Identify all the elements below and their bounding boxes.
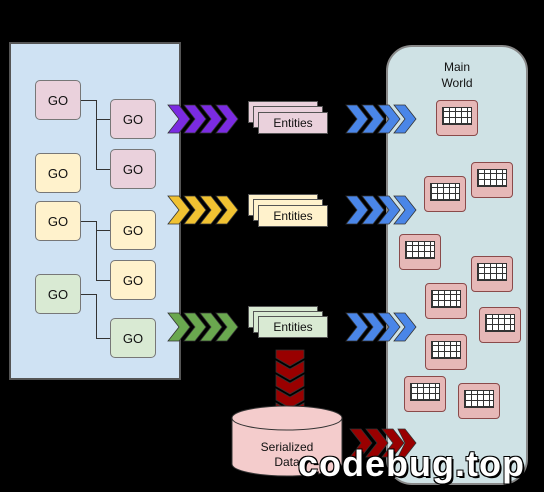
main-world-title-line1: Main xyxy=(443,60,470,74)
gameobject-pink-child-1: GO xyxy=(110,99,156,139)
serialized-data-label: Serialized Data xyxy=(232,440,342,470)
chunk-icon xyxy=(436,100,478,136)
gameobject-yellow-child-2: GO xyxy=(110,260,156,300)
chunk-icon xyxy=(424,176,466,212)
serialized-data-cylinder xyxy=(231,405,343,477)
green-chevron-arrow xyxy=(167,312,239,342)
tree-line xyxy=(96,221,97,281)
tree-line xyxy=(96,169,110,170)
main-world-title: Main World xyxy=(388,59,526,91)
tree-line xyxy=(81,100,97,101)
gameobject-pink-root: GO xyxy=(35,80,81,120)
blue-chevron-arrow-row3 xyxy=(345,312,417,342)
gameobject-green-root: GO xyxy=(35,274,81,314)
entities-card-row1: Entities xyxy=(258,112,328,134)
entities-card-row2: Entities xyxy=(258,205,328,227)
chunk-icon xyxy=(399,234,441,270)
gameobject-pink-child-2: GO xyxy=(110,149,156,189)
tree-line xyxy=(96,294,97,338)
tree-line xyxy=(81,294,97,295)
serialized-label-line1: Serialized xyxy=(260,440,314,454)
yellow-chevron-arrow xyxy=(167,195,239,225)
tree-line xyxy=(96,338,110,339)
blue-chevron-arrow-row1 xyxy=(345,104,417,134)
main-world-title-line2: World xyxy=(441,76,473,90)
tree-line xyxy=(96,119,110,120)
watermark-text: codebug.top xyxy=(298,443,525,484)
chunk-icon xyxy=(479,307,521,343)
chunk-icon xyxy=(471,162,513,198)
chunk-icon xyxy=(425,334,467,370)
gameobject-green-child: GO xyxy=(110,318,156,358)
chunk-icon xyxy=(471,256,513,292)
blue-chevron-arrow-row2 xyxy=(345,195,417,225)
gameobject-yellow-child-1: GO xyxy=(110,210,156,250)
gameobject-yellow-single: GO xyxy=(35,153,81,193)
tree-line xyxy=(96,280,110,281)
purple-chevron-arrow xyxy=(167,104,239,134)
red-chevron-arrow-right xyxy=(349,428,417,458)
serialized-label-line2: Data xyxy=(274,455,300,469)
tree-line xyxy=(81,221,97,222)
entities-card-row3: Entities xyxy=(258,316,328,338)
tree-line xyxy=(96,100,97,170)
gameobject-yellow-root: GO xyxy=(35,201,81,241)
chunk-icon xyxy=(458,383,500,419)
chunk-icon xyxy=(404,376,446,412)
chunk-icon xyxy=(425,283,467,319)
tree-line xyxy=(96,230,110,231)
